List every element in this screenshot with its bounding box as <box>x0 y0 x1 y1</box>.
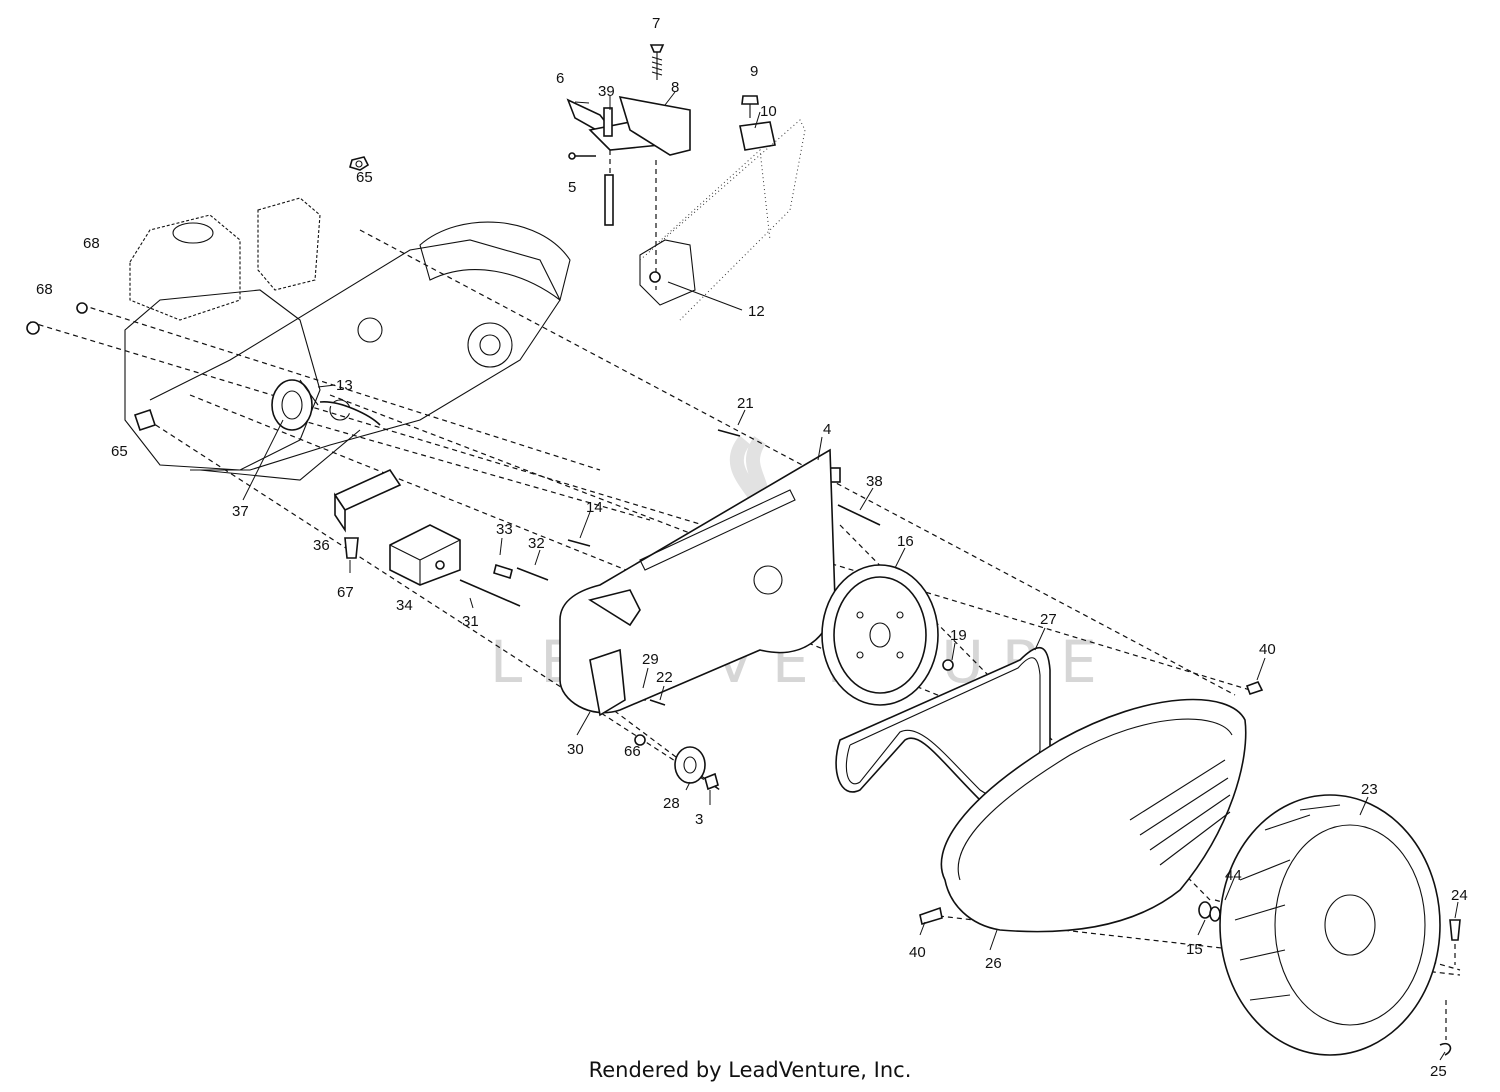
callout-label: 9 <box>750 63 758 80</box>
callout-label: 16 <box>897 533 914 550</box>
callout-label: 24 <box>1451 887 1468 904</box>
callout-label: 38 <box>866 473 883 490</box>
shift-linkage <box>566 44 806 321</box>
callout-label: 40 <box>909 944 926 961</box>
callout-label: 37 <box>232 503 249 520</box>
callout-label: 12 <box>748 303 765 320</box>
callout-label: 36 <box>313 537 330 554</box>
tiller-engine-body <box>124 197 571 481</box>
callout-label: 29 <box>642 651 659 668</box>
callout-label: 13 <box>336 377 353 394</box>
callout-label: 32 <box>528 535 545 552</box>
callout-label: 22 <box>656 669 673 686</box>
callout-label: 26 <box>985 955 1002 972</box>
hardware <box>26 156 1461 1056</box>
callout-label: 27 <box>1040 611 1057 628</box>
callout-label: 6 <box>556 70 564 87</box>
callout-label: 67 <box>337 584 354 601</box>
wheel-tire <box>1219 794 1441 1056</box>
callout-label: 31 <box>462 613 479 630</box>
chain-case-plate <box>559 448 836 717</box>
callout-label: 44 <box>1225 867 1242 884</box>
callout-label: 30 <box>567 741 584 758</box>
callout-label: 4 <box>823 421 831 438</box>
bracket-and-block <box>333 468 461 586</box>
callout-label: 21 <box>737 395 754 412</box>
idler-pulley <box>674 746 706 784</box>
large-pulley <box>821 564 939 706</box>
callout-label: 15 <box>1186 941 1203 958</box>
callout-label: 28 <box>663 795 680 812</box>
callout-labels: 7 6 39 8 9 10 5 65 68 68 12 13 65 21 4 3… <box>36 15 1468 1080</box>
callout-label: 65 <box>356 169 373 186</box>
drive-pulley <box>271 379 319 431</box>
callout-label: 39 <box>598 83 615 100</box>
callout-label: 40 <box>1259 641 1276 658</box>
callout-label: 10 <box>760 103 777 120</box>
callout-label: 34 <box>396 597 413 614</box>
callout-label: 23 <box>1361 781 1378 798</box>
belt-cover <box>940 698 1247 933</box>
footer-credit: Rendered by LeadVenture, Inc. <box>588 1058 912 1082</box>
callout-label: 19 <box>950 627 967 644</box>
callout-label: 25 <box>1430 1063 1447 1080</box>
callout-label: 8 <box>671 79 679 96</box>
callout-label: 3 <box>695 811 703 828</box>
callout-leaders <box>242 91 1459 1061</box>
callout-label: 66 <box>624 743 641 760</box>
callout-label: 7 <box>652 15 660 32</box>
callout-label: 68 <box>83 235 100 252</box>
callout-label: 14 <box>586 499 603 516</box>
callout-label: 65 <box>111 443 128 460</box>
callout-label: 68 <box>36 281 53 298</box>
callout-label: 33 <box>496 521 513 538</box>
callout-label: 5 <box>568 179 576 196</box>
